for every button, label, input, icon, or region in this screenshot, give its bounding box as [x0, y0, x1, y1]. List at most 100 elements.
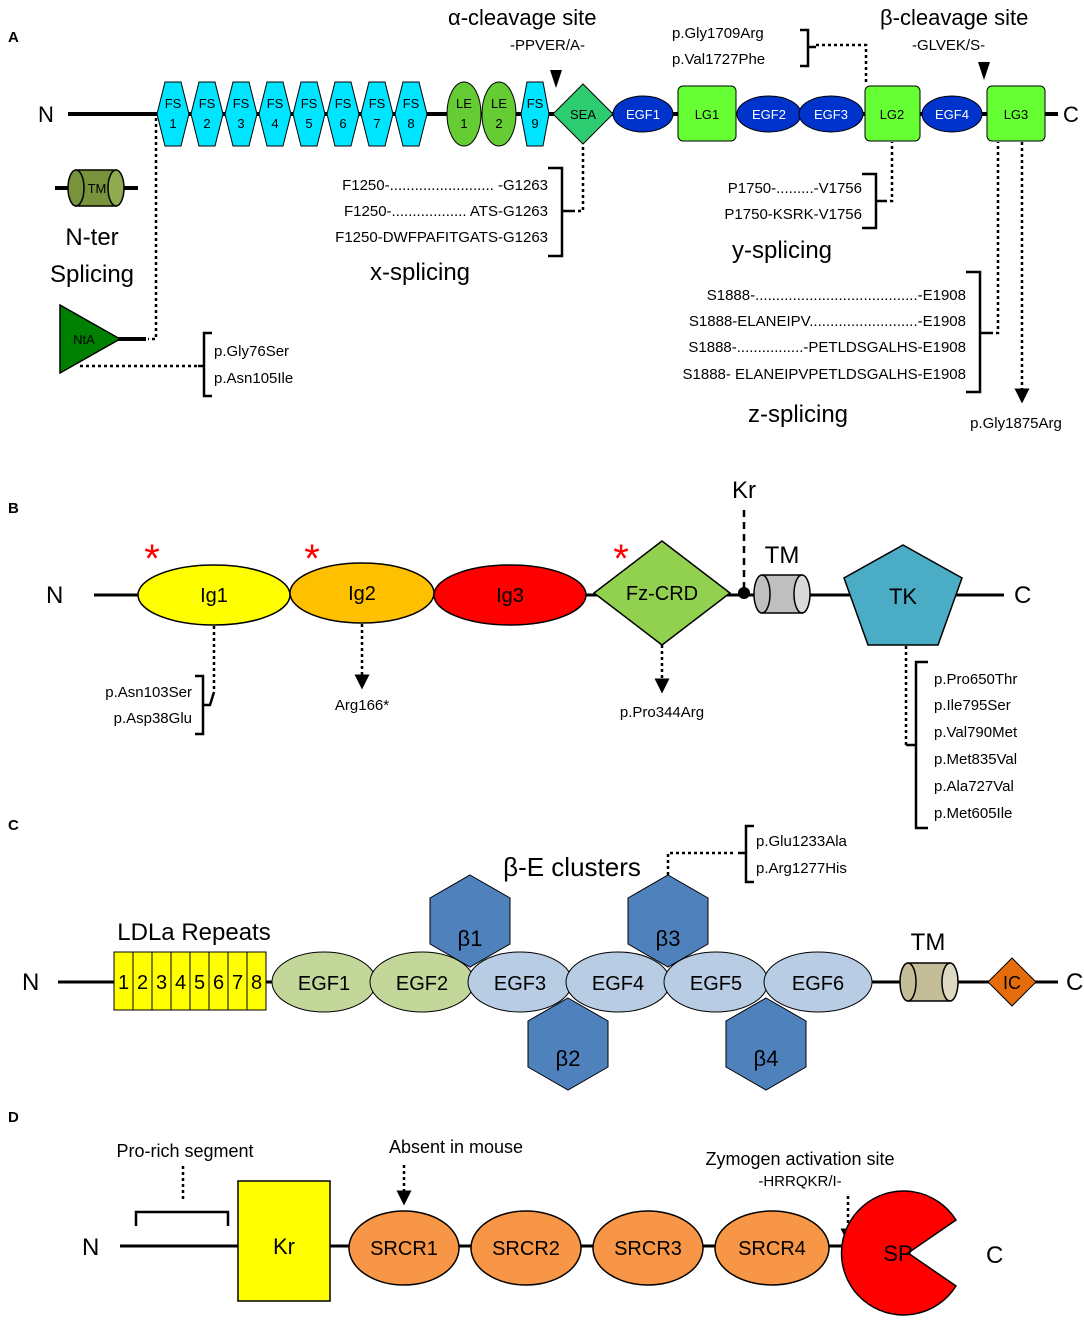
- lg1-label: LG1: [695, 107, 720, 122]
- fs4-number: 4: [271, 116, 278, 131]
- ig3-domain: [433, 564, 587, 626]
- nta-label: NtA: [73, 332, 95, 347]
- ig2-label: Ig2: [348, 583, 376, 605]
- tk-domain: [843, 544, 963, 646]
- tk-mutation-3: p.Val790Met: [934, 724, 1018, 741]
- tm-cylinder-right-b: [793, 574, 811, 614]
- panel-a-letter: A: [8, 29, 19, 46]
- tk-mutation-6: p.Met605Ile: [934, 805, 1012, 822]
- tm-label-c: TM: [911, 929, 946, 956]
- fs7-label: FS: [369, 96, 386, 111]
- ldla-repeat-label-5: 5: [194, 972, 205, 994]
- fs2-domain: [190, 81, 224, 147]
- lg3-domain: [986, 85, 1046, 142]
- tm-cylinder-left-b: [753, 574, 771, 614]
- egf5-label-c: EGF5: [690, 973, 742, 995]
- tm-label-a: TM: [88, 181, 107, 196]
- fs3-label: FS: [233, 96, 250, 111]
- fs2-label: FS: [199, 96, 216, 111]
- le2-number: 2: [495, 116, 502, 131]
- sp-label: SP: [883, 1241, 912, 1266]
- tk-mutation-1: p.Pro650Thr: [934, 671, 1017, 688]
- le2-domain: [481, 81, 517, 147]
- egf3-label-a: EGF3: [814, 107, 848, 122]
- panel-d-n-terminus: N: [82, 1234, 99, 1261]
- z-splicing-variant-4: S1888- ELANEIPVPETLDSGALHS-E1908: [683, 366, 966, 383]
- fs1-number: 1: [169, 116, 176, 131]
- beta-e-mutation-connector: [666, 851, 736, 875]
- fs1-label: FS: [165, 96, 182, 111]
- tk-mutation-5: p.Ala727Val: [934, 778, 1014, 795]
- ldla-repeat-label-7: 7: [232, 972, 243, 994]
- egf3-label-c: EGF3: [494, 973, 546, 995]
- beta2-label: β2: [556, 1046, 581, 1071]
- fs9-domain: [520, 81, 550, 147]
- beta-cleavage-site-label: β-cleavage site: [880, 5, 1028, 30]
- panel-b-letter: B: [8, 500, 19, 517]
- y-splicing-variant-1: P1750-.........-V1756: [728, 180, 862, 197]
- panel-a-n-terminus: N: [38, 102, 54, 127]
- sp-domain: [840, 1190, 958, 1316]
- tm-cylinder-left: [67, 169, 85, 207]
- panel-c-n-terminus: N: [22, 969, 39, 996]
- beta1-label: β1: [458, 926, 483, 951]
- tm-label-b: TM: [765, 542, 800, 569]
- tm-cylinder-left-c: [899, 962, 917, 1002]
- z-splicing-label: z-splicing: [748, 401, 848, 428]
- z-splicing-variant-1: S1888-..................................…: [707, 287, 966, 304]
- absent-in-mouse-label: Absent in mouse: [389, 1137, 523, 1157]
- nta-mutation-2: p.Asn105Ile: [214, 370, 293, 387]
- beta2-hexagon: [527, 997, 609, 1091]
- panel-c-letter: C: [8, 817, 19, 834]
- tm-cylinder-right: [107, 169, 125, 207]
- egf1-label-a: EGF1: [626, 107, 660, 122]
- tm-cylinder-right-c: [941, 962, 959, 1002]
- egf4-label-a: EGF4: [935, 107, 969, 122]
- fs8-domain: [394, 81, 428, 147]
- alpha-cleavage-sequence: -PPVER/A-: [510, 37, 585, 54]
- egf4-domain-a: [921, 95, 983, 133]
- egf2-label-c: EGF2: [396, 973, 448, 995]
- x-splicing-variant-2: F1250-.................. ATS-G1263: [344, 203, 548, 220]
- srcr3-domain: [592, 1210, 704, 1286]
- lg2-label: LG2: [880, 107, 905, 122]
- z-splicing-variant-3: S1888-................-PETLDSGALHS-E1908: [688, 339, 966, 356]
- egf2-label-a: EGF2: [752, 107, 786, 122]
- z-splicing-connector: [990, 142, 1000, 335]
- panel-b-c-terminus: C: [1014, 582, 1031, 609]
- beta4-hexagon: [725, 997, 807, 1091]
- le1-label: LE: [456, 96, 472, 111]
- kr-domain-d: [237, 1180, 331, 1302]
- egf4-label-c: EGF4: [592, 973, 644, 995]
- fs5-number: 5: [305, 116, 312, 131]
- srcr3-label: SRCR3: [614, 1238, 682, 1260]
- fs3-number: 3: [237, 116, 244, 131]
- lg2-mutation-1: p.Gly1709Arg: [672, 25, 764, 42]
- beta4-label: β4: [754, 1046, 779, 1071]
- fs4-label: FS: [267, 96, 284, 111]
- ig2-mutation: Arg166*: [335, 697, 389, 714]
- nta-mutation-bracket: [198, 331, 212, 398]
- beta-e-mutation-bracket: [738, 824, 754, 884]
- beta-cleavage-arrow: [978, 62, 990, 80]
- le1-number: 1: [460, 116, 467, 131]
- sea-domain: [552, 83, 614, 145]
- beta3-hexagon: [627, 874, 709, 968]
- lg3-label: LG3: [1004, 107, 1029, 122]
- fz-mutation: p.Pro344Arg: [620, 704, 704, 721]
- le2-label: LE: [491, 96, 507, 111]
- ic-domain: [987, 957, 1037, 1007]
- fz-crd-star: *: [613, 537, 629, 581]
- fs9-label: FS: [527, 96, 544, 111]
- fs4-domain: [258, 81, 292, 147]
- srcr4-label: SRCR4: [738, 1238, 806, 1260]
- splicing-label: Splicing: [50, 261, 134, 288]
- beta3-label: β3: [656, 926, 681, 951]
- ldla-repeat-label-6: 6: [213, 972, 224, 994]
- lg2-mutation-2: p.Val1727Phe: [672, 51, 765, 68]
- lg2-domain: [864, 85, 921, 142]
- y-splicing-bracket: [862, 172, 884, 230]
